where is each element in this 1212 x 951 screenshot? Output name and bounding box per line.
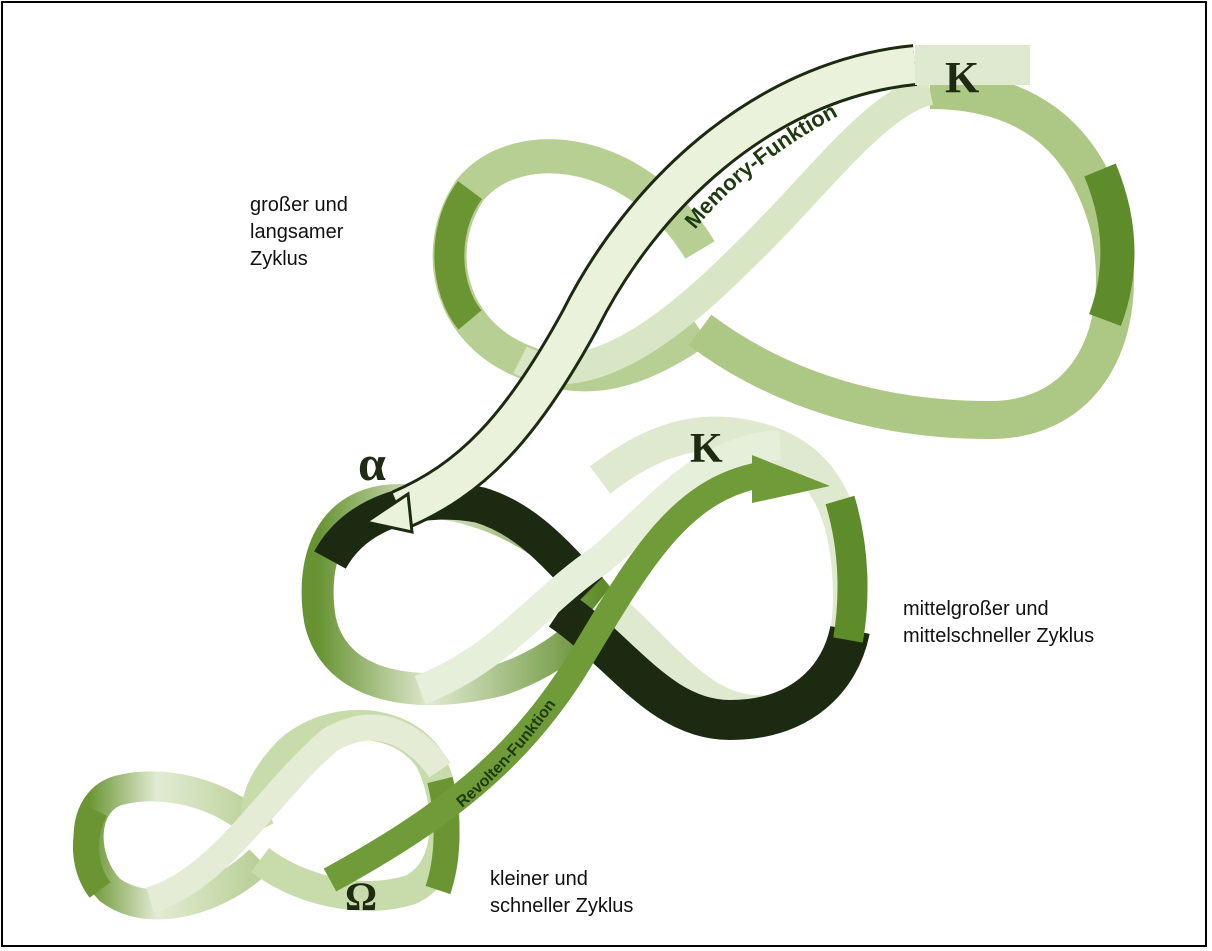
revolt-arrow [323, 455, 830, 892]
k-symbol-medium: K [690, 426, 723, 472]
medium-cycle-loop [301, 416, 870, 741]
memory-arrow-body [392, 47, 917, 527]
small-loop-cross-band [145, 714, 451, 913]
small-cycle-loop [72, 710, 460, 920]
revolt-function-label: Revolten-Funktion [454, 696, 560, 811]
small-loop-left-edge [72, 804, 111, 898]
large-loop-right-band [688, 71, 1134, 440]
large-loop-right-edge [1084, 163, 1135, 326]
memory-arrow-head [362, 491, 414, 534]
large-cycle-label: großer und langsamer Zyklus [250, 194, 348, 270]
alpha-symbol: α [358, 435, 386, 491]
medium-loop-cross-band [414, 430, 782, 705]
small-cycle-label: kleiner und schneller Zyklus [490, 868, 634, 917]
k-symbol-large: K [945, 53, 979, 102]
revolt-arrow-head [752, 455, 830, 503]
medium-loop-right-edge [825, 495, 868, 643]
medium-cycle-label: mittelgroßer und mittelschneller Zyklus [903, 598, 1095, 647]
omega-symbol: Ω [345, 874, 377, 919]
small-loop-right-edge [425, 776, 460, 895]
medium-loop-black-bottom [548, 593, 870, 741]
medium-loop-black-top [314, 483, 603, 603]
revolt-arrow-body [323, 462, 763, 892]
large-loop-left-edge [434, 181, 483, 330]
memory-arrow [362, 44, 918, 534]
large-loop-cross-band [513, 75, 934, 385]
large-cycle-loop [432, 71, 1135, 440]
